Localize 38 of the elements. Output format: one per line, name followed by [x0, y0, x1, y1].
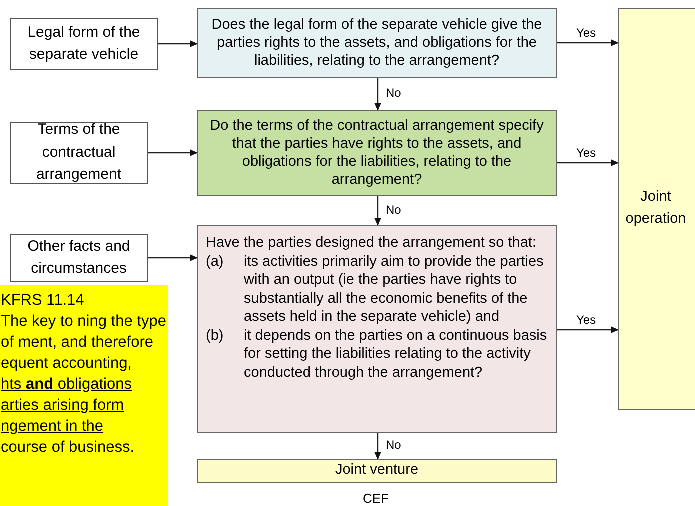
input-box [10, 234, 148, 282]
edge-label: Yes [576, 26, 598, 40]
outcome-box [197, 459, 557, 483]
edge-label: No [385, 202, 402, 216]
arrow [148, 150, 198, 156]
input-box [10, 122, 148, 184]
node-text: Joint operation [624, 188, 688, 229]
decision-box [197, 8, 557, 78]
outcome-box [618, 8, 695, 410]
node-text: Does the legal form of the separate vehicle give the parties rights to the assets, and obligations for the liabilities, relating to the arrangement? [210, 16, 544, 70]
node-text: Legal form of the separate vehicle [26, 22, 142, 65]
node-text: Other facts and circumstances [26, 236, 132, 279]
edge-label: Yes [576, 313, 598, 327]
node-text: Terms of the contractual arrangement [35, 120, 123, 186]
node-text: KFRS 11.14 [1, 291, 86, 311]
decision-box [197, 110, 557, 196]
edge-label: No [385, 438, 402, 452]
arrow [557, 40, 619, 46]
edge-label: No [385, 86, 402, 100]
arrow [374, 196, 382, 226]
arrow [374, 78, 382, 111]
node-text: Do the terms of the contractual arrangement specify that the parties have rights to the assets, and obligations for the liabilities, relating to the arrangement? [209, 117, 545, 189]
caption-text: CEF [363, 490, 389, 506]
edge-label: Yes [576, 146, 598, 160]
arrow [557, 326, 619, 334]
arrow [374, 433, 382, 460]
arrow [158, 40, 198, 48]
input-box [10, 18, 158, 70]
node-text: Have the parties designed the arrangement so that: [206, 234, 538, 252]
node-text: course of business. [1, 438, 136, 458]
note-box [0, 285, 168, 506]
decision-box [197, 225, 557, 433]
node-text: it depends on the parties on a continuous basis for setting the liabilities relating to the activity conducted through the arrangement? [244, 326, 548, 382]
node-text: (a) [206, 252, 225, 272]
node-text: (b) [206, 326, 225, 346]
arrow [148, 254, 198, 262]
node-text: Joint venture [335, 461, 419, 480]
arrow [557, 160, 619, 166]
